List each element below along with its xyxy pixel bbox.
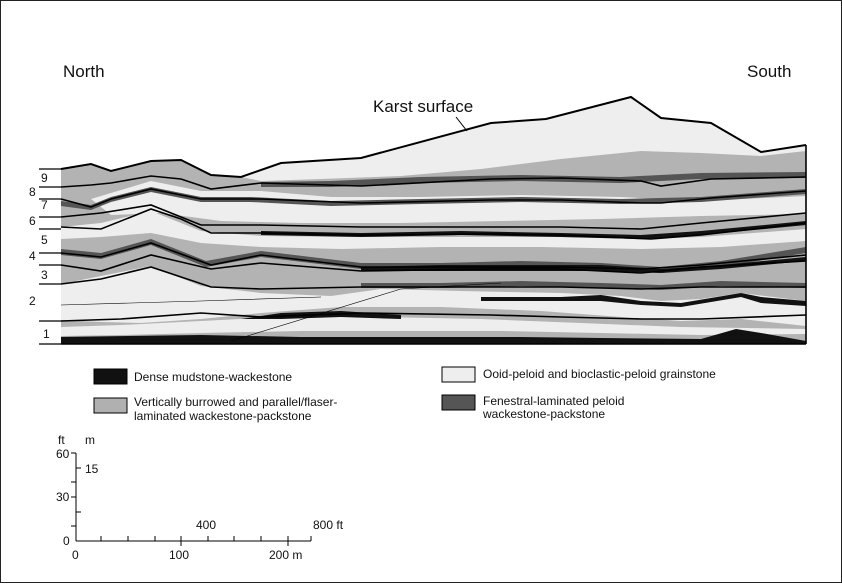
mudstone-band-2 <box>481 293 806 307</box>
grainstone-unit-1 <box>61 317 806 336</box>
scale-h-800ft: 800 ft <box>313 518 344 532</box>
unit-label-1: 1 <box>43 327 50 341</box>
scale-h-200m: 200 m <box>269 548 302 562</box>
contact-line-7 <box>60 204 807 230</box>
upper-grainstone <box>241 97 806 181</box>
karst-leader-line <box>455 116 468 132</box>
unit-ticks <box>39 168 61 345</box>
scale-v-60: 60 <box>56 447 70 461</box>
grainstone-lens-6 <box>61 211 806 249</box>
contact-line-3 <box>60 266 806 290</box>
legend-label-grainstone: Ooid-peloid and bioclastic-peloid grains… <box>483 367 716 381</box>
contact-line-8 <box>60 188 807 208</box>
scale-ft-unit: ft <box>58 433 65 447</box>
unit-label-9: 9 <box>41 171 48 185</box>
legend-swatch-wackestone <box>93 397 128 414</box>
legend-label-wackestone-line1: Vertically burrowed and parallel/flaser- <box>134 395 337 409</box>
scale-h-400: 400 <box>196 518 216 532</box>
thin-line-a <box>230 282 502 342</box>
karst-surface-line <box>60 95 807 179</box>
legend-label-wackestone-line2: laminated wackestone-packstone <box>134 409 312 423</box>
scale-v-0: 0 <box>63 534 70 548</box>
unit-label-3: 3 <box>41 268 48 282</box>
unit-label-6: 6 <box>29 214 36 228</box>
mudstone-base <box>61 329 806 344</box>
legend-swatch-mudstone <box>93 368 128 385</box>
scale-m-unit: m <box>85 433 95 447</box>
legend-swatch-grainstone <box>441 366 476 383</box>
fenestral-band-4 <box>61 239 806 273</box>
unit-label-5: 5 <box>41 233 48 247</box>
unit-label-8: 8 <box>29 185 36 199</box>
legend-label-fenestral-line1: Fenestral-laminated peloid <box>483 394 624 408</box>
contact-line-9 <box>60 175 807 190</box>
south-label: South <box>747 62 791 81</box>
legend-label-fenestral-line2: wackestone-packstone <box>482 407 605 421</box>
contact-line-2 <box>60 312 807 322</box>
contact-line-4 <box>60 254 807 274</box>
unit-label-7: 7 <box>41 198 48 212</box>
unit-label-4: 4 <box>29 249 36 263</box>
scale-h-100: 100 <box>169 548 189 562</box>
thin-line-b <box>60 296 322 306</box>
scale-v-15m: 15 <box>85 462 99 476</box>
north-label: North <box>63 62 105 81</box>
scale-bar <box>71 452 312 546</box>
grainstone-unit-2 <box>61 266 806 326</box>
contact-line-6 <box>60 208 807 240</box>
legend-label-mudstone: Dense mudstone-wackestone <box>134 370 292 384</box>
contact-line-5 <box>60 242 807 270</box>
scale-v-30: 30 <box>56 490 70 504</box>
unit-label-2: 2 <box>29 294 36 308</box>
karst-surface-label: Karst surface <box>373 97 473 116</box>
scale-h-0: 0 <box>72 548 79 562</box>
legend-swatch-fenestral <box>441 394 476 411</box>
legend: Dense mudstone-wackestone Ooid-peloid an… <box>93 366 716 423</box>
